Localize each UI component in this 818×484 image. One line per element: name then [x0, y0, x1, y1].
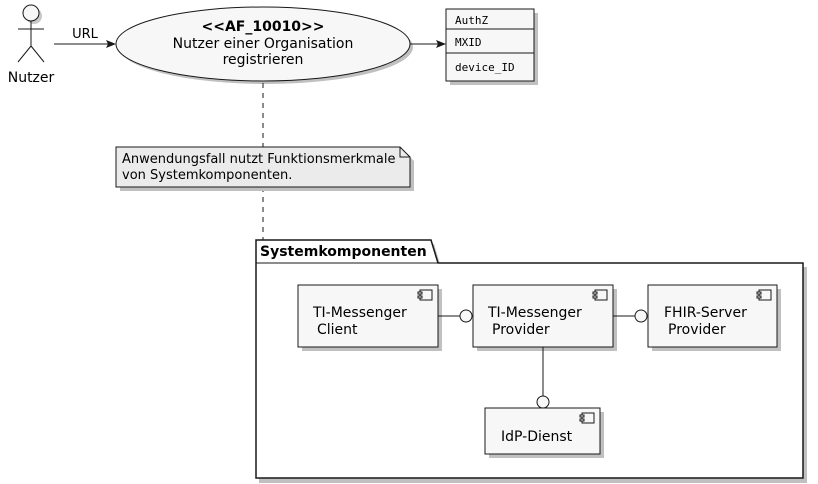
component-label-line2: Provider [492, 322, 550, 338]
component-fhir-server-provider: FHIR-Server Provider [647, 284, 781, 351]
note: Anwendungsfall nutzt Funktionsmerkmale v… [115, 146, 414, 191]
note-line1: Anwendungsfall nutzt Funktionsmerkmale [122, 152, 396, 167]
use-case-title-line2: registrieren [223, 52, 304, 68]
data-field-mxid: MXID [455, 36, 482, 49]
data-field-authz: AuthZ [455, 14, 488, 27]
component-idp-dienst: IdP-Dienst [484, 407, 604, 458]
component-label: IdP-Dienst [501, 429, 573, 445]
note-line2: von Systemkomponenten. [122, 168, 292, 183]
component-label-line1: TI-Messenger [487, 305, 582, 321]
component-label-line1: FHIR-Server [664, 305, 747, 321]
interface-provider-idp [536, 347, 550, 409]
component-ti-messenger-client: TI-Messenger Client [297, 284, 442, 351]
component-ti-messenger-provider: TI-Messenger Provider [472, 284, 617, 351]
use-case-id: <<AF_10010>> [201, 19, 324, 35]
component-icon [417, 289, 433, 301]
package-title: Systemkomponenten [260, 244, 427, 260]
edge-actor-usecase: URL [54, 27, 116, 48]
component-icon [756, 289, 772, 301]
data-field-device-id: device_ID [455, 61, 515, 74]
actor-figure-icon [17, 4, 45, 63]
use-case-af-10010: <<AF_10010>> Nutzer einer Organisation r… [115, 6, 413, 84]
interface-client-provider [438, 309, 473, 323]
data-fields-box: AuthZ MXID device_ID [445, 8, 538, 85]
edge-usecase-databox [410, 40, 446, 48]
component-icon [579, 412, 595, 424]
component-label-line2: Client [317, 322, 358, 338]
edge-label-url: URL [72, 27, 99, 42]
use-case-title-line1: Nutzer einer Organisation [173, 36, 354, 52]
actor-label: Nutzer [8, 70, 55, 86]
actor-nutzer: Nutzer [8, 4, 55, 86]
component-label-line2: Provider [668, 322, 726, 338]
interface-provider-fhir [613, 309, 648, 323]
component-icon [592, 289, 608, 301]
component-label-line1: TI-Messenger [312, 305, 407, 321]
